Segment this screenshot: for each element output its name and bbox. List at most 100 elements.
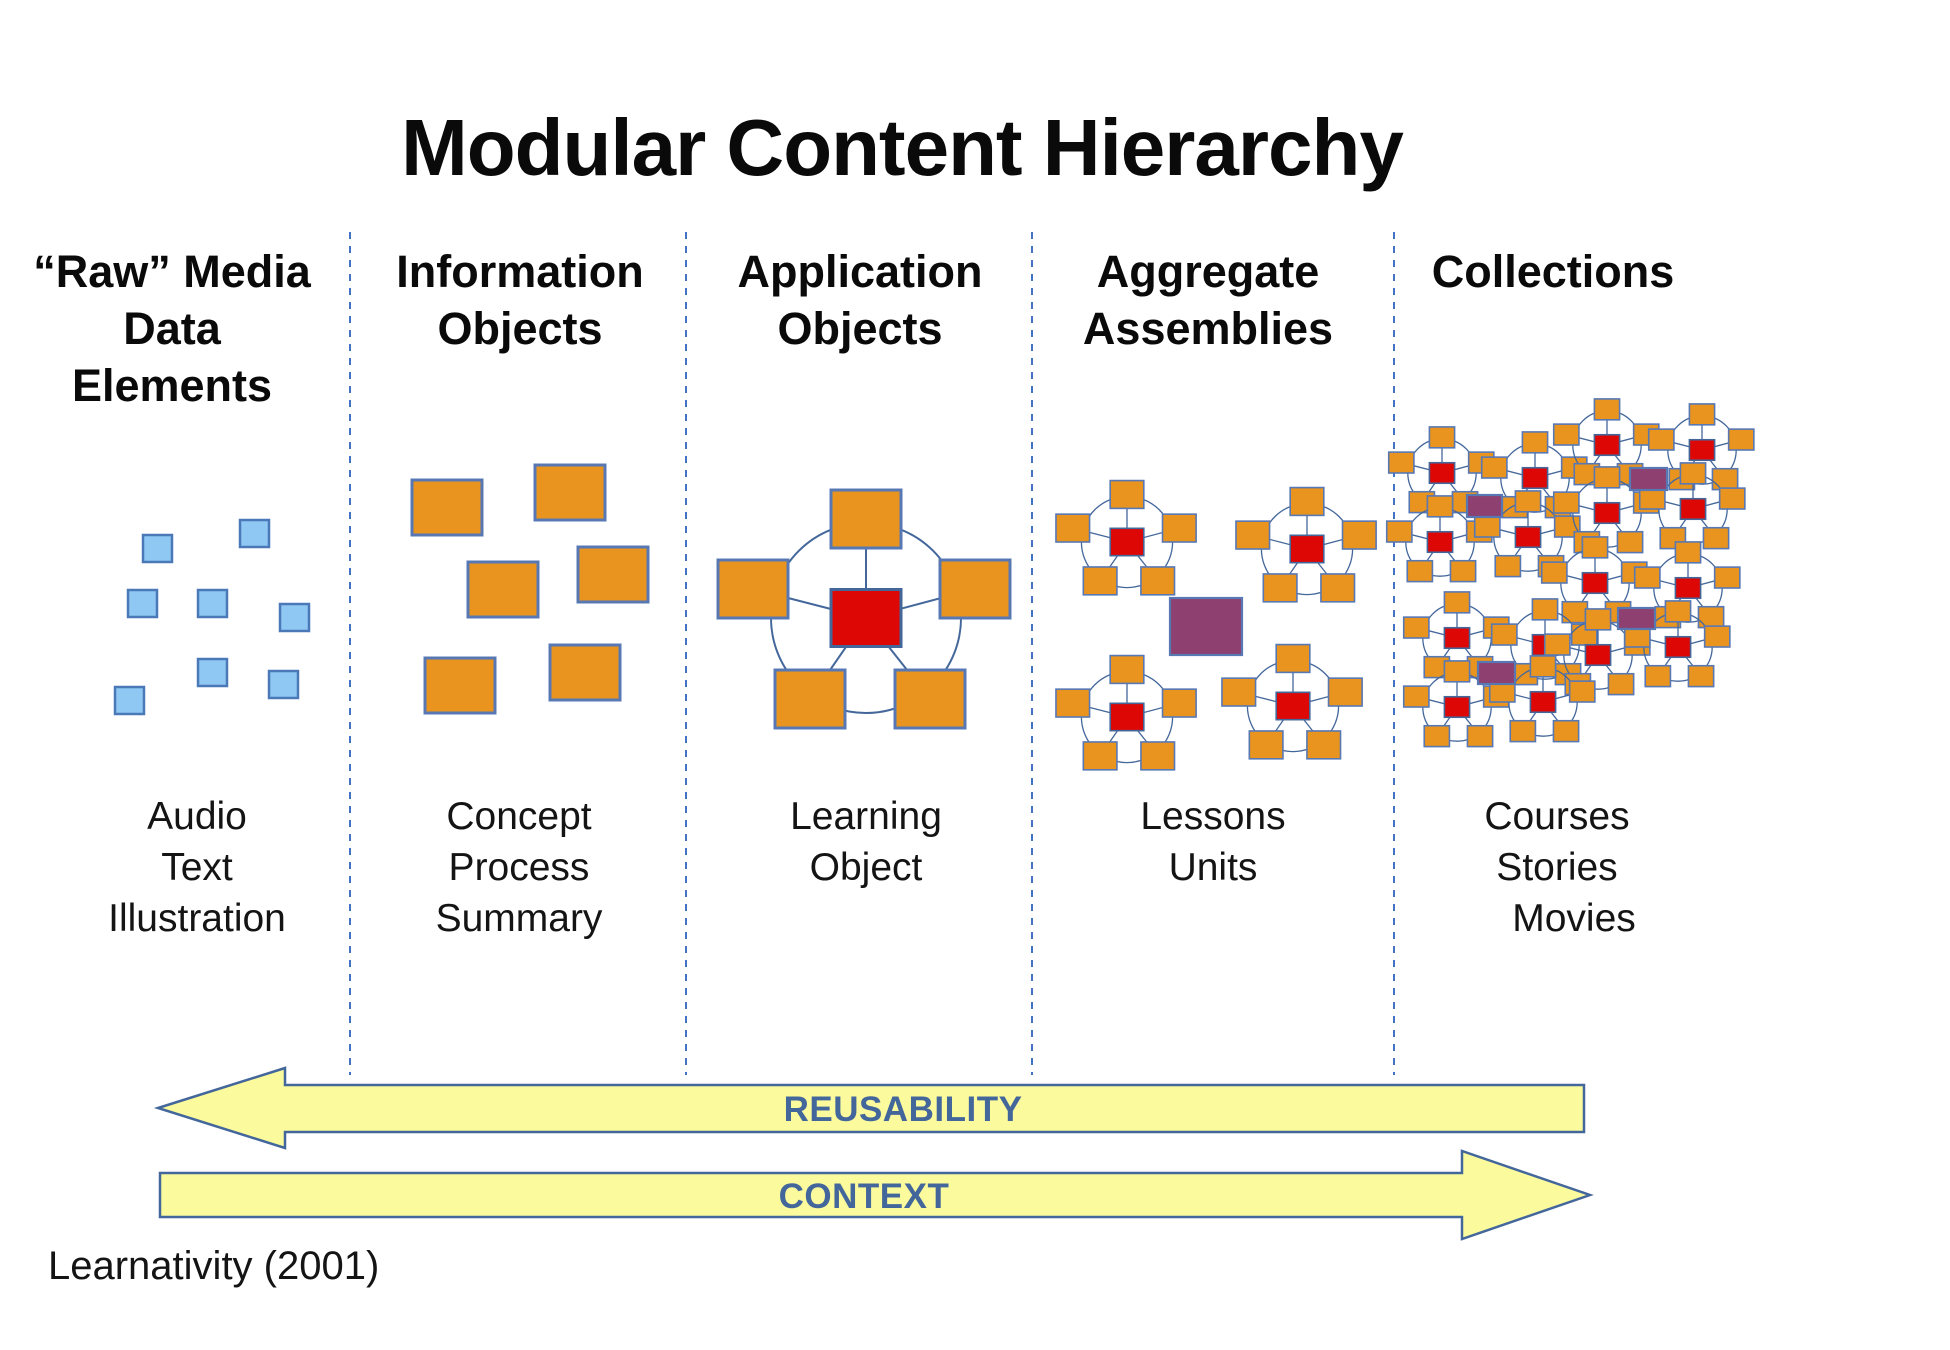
lesson-molecule: [1055, 654, 1197, 771]
collection-molecule: [1623, 600, 1731, 688]
molecule-core-rect: [1674, 576, 1702, 600]
collection-molecule: [1385, 495, 1493, 583]
lesson-molecule: [1221, 643, 1363, 760]
attribution: Learnativity (2001): [48, 1244, 380, 1288]
label-line: Illustration: [108, 897, 286, 940]
molecule-satellite-rect: [938, 558, 1012, 620]
molecule-satellite-rect: [1584, 608, 1612, 631]
molecule-core-rect: [1664, 635, 1692, 659]
information-object-rect: [466, 560, 540, 619]
assembly-purple-rect: [1616, 606, 1657, 631]
label-line: Movies: [1512, 897, 1636, 940]
molecule-satellite-rect: [829, 488, 903, 550]
molecule-satellite-rect: [1262, 573, 1298, 603]
molecule-satellite-rect: [1593, 398, 1621, 421]
molecule-satellite-rect: [1552, 423, 1580, 446]
molecule-satellite-rect: [1161, 688, 1197, 718]
information-object-rect: [410, 478, 484, 537]
raw-media-square: [141, 533, 174, 564]
molecule-satellite-rect: [1161, 513, 1197, 543]
molecule-core-rect: [1581, 571, 1609, 595]
context-label: CONTEXT: [778, 1177, 950, 1216]
molecule-satellite-rect: [1688, 403, 1716, 426]
molecule-satellite-rect: [1647, 428, 1675, 451]
molecule-core-rect: [1593, 433, 1621, 457]
molecule-satellite-rect: [1109, 654, 1145, 685]
label-line: Courses: [1484, 795, 1630, 838]
molecule-satellite-rect: [1687, 664, 1715, 688]
column-header-collections: Collections: [1432, 243, 1675, 300]
header-line: Collections: [1431, 246, 1675, 297]
molecule-core-rect: [1584, 643, 1612, 667]
molecule-satellite-rect: [1235, 520, 1271, 550]
molecule-core-rect: [1679, 497, 1707, 521]
molecule-satellite-rect: [1140, 566, 1176, 596]
molecule-satellite-rect: [1509, 719, 1537, 743]
column-label-application-objects: Learning Object: [790, 791, 942, 893]
molecule-satellite-rect: [1713, 566, 1741, 589]
molecule-satellite-rect: [1531, 598, 1559, 621]
molecule-satellite-rect: [1679, 462, 1707, 485]
label-line: Object: [809, 846, 923, 889]
column-label-information-objects: Concept Process Summary: [436, 791, 603, 944]
assembly-purple-rect: [1476, 660, 1517, 686]
molecule-satellite-rect: [1568, 680, 1596, 703]
molecule-satellite-rect: [1607, 672, 1635, 696]
molecule-satellite-rect: [1385, 520, 1413, 543]
label-line: Text: [161, 846, 233, 889]
molecule-satellite-rect: [716, 558, 790, 620]
molecule-satellite-rect: [1703, 625, 1731, 648]
molecule-satellite-rect: [1552, 719, 1580, 743]
header-line: Aggregate: [1096, 246, 1320, 297]
molecule-satellite-rect: [1140, 741, 1176, 771]
molecule-satellite-rect: [1638, 487, 1666, 510]
molecule-core-rect: [829, 588, 903, 648]
raw-media-square: [196, 657, 229, 688]
molecule-satellite-rect: [1644, 664, 1672, 688]
molecule-satellite-rect: [1443, 660, 1471, 683]
raw-media-square: [267, 669, 300, 700]
header-line: Information: [396, 246, 644, 297]
molecule-satellite-rect: [1221, 677, 1257, 707]
learning-object-molecule: [716, 488, 1012, 730]
molecule-satellite-rect: [773, 668, 847, 730]
molecule-satellite-rect: [1055, 513, 1091, 543]
molecule-core-rect: [1289, 534, 1325, 564]
label-line: Learning: [790, 795, 942, 838]
molecule-satellite-rect: [1561, 600, 1589, 624]
collection-molecule: [1488, 655, 1596, 743]
header-line: Objects: [777, 303, 943, 354]
label-line: Stories: [1496, 846, 1618, 889]
molecule-satellite-rect: [1490, 623, 1518, 646]
column-label-aggregate-assemblies: Lessons Units: [1140, 791, 1285, 893]
molecule-satellite-rect: [1082, 566, 1118, 596]
molecule-satellite-rect: [1082, 741, 1118, 771]
molecule-satellite-rect: [893, 668, 967, 730]
information-object-rect: [548, 643, 622, 702]
molecule-satellite-rect: [1402, 685, 1430, 708]
collection-molecule: [1638, 462, 1746, 550]
molecule-satellite-rect: [1540, 561, 1568, 584]
molecule-satellite-rect: [1494, 554, 1522, 578]
lesson-molecule: [1055, 479, 1197, 596]
molecule-satellite-rect: [1543, 633, 1571, 656]
molecule-satellite-rect: [1466, 724, 1494, 748]
molecule-satellite-rect: [1711, 467, 1739, 491]
molecule-core-rect: [1514, 525, 1542, 549]
molecule-core-rect: [1109, 527, 1145, 557]
information-object-rect: [423, 656, 497, 715]
molecule-satellite-rect: [1702, 526, 1730, 550]
assembly-purple-rect: [1168, 596, 1244, 657]
column-header-information-objects: Information Objects: [396, 243, 643, 357]
molecule-satellite-rect: [1480, 456, 1508, 479]
molecule-satellite-rect: [1275, 643, 1311, 674]
molecule-satellite-rect: [1727, 428, 1755, 451]
molecule-satellite-rect: [1593, 466, 1621, 489]
label-line: Concept: [446, 795, 592, 838]
reusability-arrow: [153, 1066, 1586, 1150]
molecule-satellite-rect: [1428, 426, 1456, 449]
molecule-satellite-rect: [1449, 559, 1477, 583]
molecule-core-rect: [1688, 438, 1716, 462]
molecule-satellite-rect: [1306, 730, 1342, 760]
